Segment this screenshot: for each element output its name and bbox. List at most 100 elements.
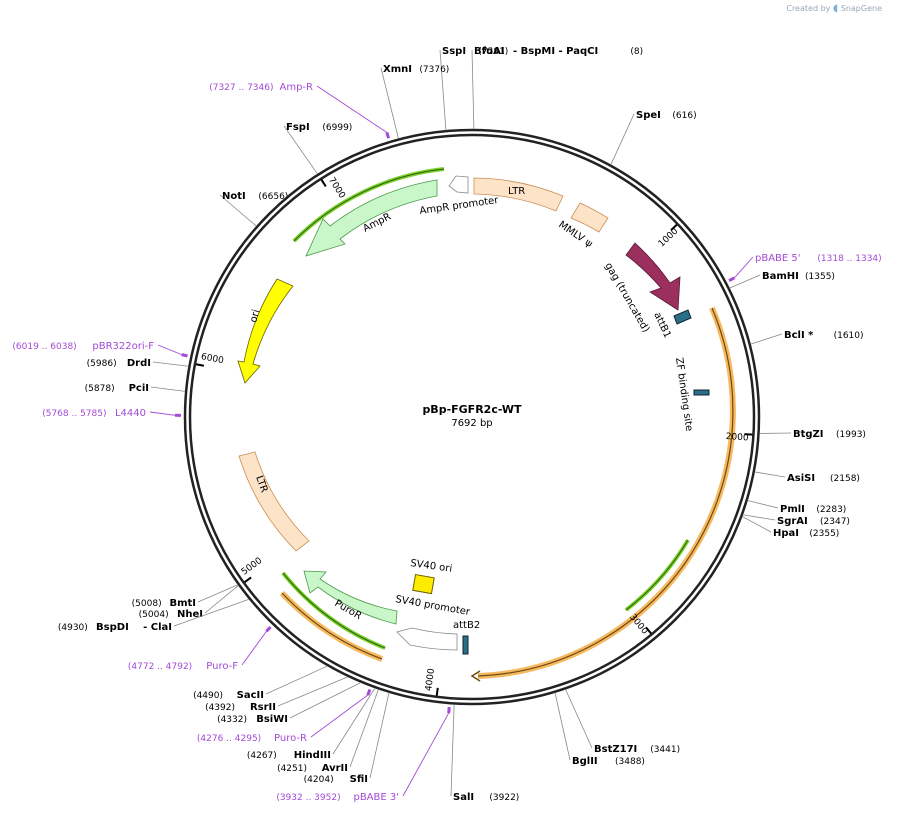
restriction-site[interactable]: FspI(6999) — [286, 122, 352, 133]
feature-ori[interactable] — [237, 278, 294, 384]
restriction-site[interactable]: BclI *(1610) — [784, 330, 864, 341]
restriction-site[interactable]: NheI(5004) — [139, 609, 203, 620]
site-position: (2283) — [816, 505, 846, 515]
backbone-outer — [183, 128, 761, 706]
restriction-site[interactable]: HindIII(4267) — [247, 750, 331, 761]
restriction-site[interactable]: PmlI (2283) — [780, 504, 846, 515]
primer[interactable]: Puro-F(4772 .. 4792) — [128, 661, 238, 672]
restriction-site[interactable]: BglII (3488) — [572, 756, 645, 767]
site-position: (4204) — [304, 775, 334, 785]
primer-range: (6019 .. 6038) — [12, 342, 76, 352]
restriction-site[interactable]: BmtI (5008) — [132, 598, 196, 609]
site-name: SspI — [442, 46, 466, 57]
restriction-site[interactable]: PciI(5878) — [85, 383, 149, 394]
site-leader — [565, 689, 593, 749]
site-leader — [439, 49, 447, 131]
site-name: SpeI — [636, 110, 661, 121]
site-leader — [150, 386, 186, 392]
primer-range: (4772 .. 4792) — [128, 662, 192, 672]
primer[interactable]: pBR322ori-F(6019 .. 6038) — [12, 341, 154, 352]
site-name: BglII — [572, 756, 598, 767]
site-name: AsiSI — [787, 473, 815, 484]
primer-name: L4440 — [115, 408, 146, 419]
primer-mark — [265, 625, 272, 633]
orf-arc-orange-right-core — [477, 307, 734, 677]
feature-mmlv-psi[interactable] — [570, 202, 609, 233]
restriction-site[interactable]: BsiWI(4332) — [217, 714, 288, 725]
site-name: BclI * — [784, 330, 814, 341]
feature-sv40-promoter[interactable] — [396, 627, 458, 651]
site-name: BfuAI — [474, 46, 505, 57]
site-leader — [152, 361, 189, 367]
restriction-site[interactable]: RsrII(4392) — [205, 702, 276, 713]
feature-puror[interactable] — [303, 570, 398, 625]
feature-attb2[interactable] — [462, 635, 469, 655]
primer-name: pBABE 5' — [755, 253, 801, 264]
site-position: (4251) — [277, 764, 307, 774]
site-position: (2355) — [809, 529, 839, 539]
primer-leader — [402, 712, 450, 797]
restriction-site[interactable]: BfuAI- BspMI - PaqCI(8) — [474, 46, 643, 57]
feature-ampr[interactable] — [305, 179, 438, 257]
restriction-site[interactable]: BamHI(1355) — [762, 271, 835, 282]
feature-label-zf-binding-site: ZF binding site — [673, 357, 694, 432]
site-position: (3441) — [650, 745, 680, 755]
site-leader — [450, 704, 455, 797]
restriction-site[interactable]: AvrII(4251) — [277, 763, 348, 774]
restriction-site[interactable]: SspI(7581) — [442, 46, 508, 57]
tick-mark — [195, 363, 205, 367]
feature-attb1[interactable] — [673, 309, 692, 325]
site-name: FspI — [286, 122, 310, 133]
site-position: (1355) — [805, 272, 835, 282]
restriction-site[interactable]: DrdI(5986) — [87, 358, 151, 369]
feature-label-ori: ori — [248, 308, 262, 323]
restriction-site[interactable]: BstZ17I(3441) — [594, 744, 680, 755]
restriction-site[interactable]: XmnI(7376) — [383, 64, 449, 75]
primer[interactable]: pBABE 5' (1318 .. 1334) — [755, 253, 882, 264]
snapgene-logo-icon: ◖ — [832, 3, 839, 14]
feature-zf-binding-site[interactable] — [693, 389, 710, 396]
site-position: (616) — [672, 111, 696, 121]
primer[interactable]: L4440(5768 .. 5785) — [42, 408, 146, 419]
primer-name: Puro-R — [274, 733, 307, 744]
site-position: (4392) — [205, 703, 235, 713]
primer[interactable]: Puro-R(4276 .. 4295) — [197, 733, 307, 744]
primer[interactable]: pBABE 3'(3932 .. 3952) — [276, 792, 399, 803]
primer-name: Amp-R — [280, 82, 314, 93]
restriction-site[interactable]: HpaI(2355) — [773, 528, 839, 539]
feature-gag[interactable] — [625, 242, 681, 311]
primer-range: (3932 .. 3952) — [276, 793, 340, 803]
primer-range: (7327 .. 7346) — [209, 83, 273, 93]
primer[interactable]: Amp-R (7327 .. 7346) — [209, 82, 313, 93]
primer-leader — [157, 344, 182, 356]
site-leader — [380, 67, 399, 139]
restriction-site[interactable]: SfiI(4204) — [304, 774, 368, 785]
site-position: (5986) — [87, 359, 117, 369]
restriction-site[interactable]: NotI(6656) — [222, 191, 288, 202]
site-position: (5004) — [139, 610, 169, 620]
watermark-created-by: Created by — [786, 4, 831, 13]
feature-ltr-left[interactable] — [238, 451, 310, 552]
site-name: PmlI — [780, 504, 805, 515]
feature-sv40-ori[interactable] — [412, 573, 435, 595]
site-name: HindIII — [294, 750, 331, 761]
restriction-site[interactable]: SacII(4490) — [193, 690, 264, 701]
site-position: (3488) — [615, 757, 645, 767]
primer-mark — [181, 353, 188, 358]
tick-label: 6000 — [200, 352, 225, 366]
restriction-site[interactable]: SalI(3922) — [453, 792, 519, 803]
site-position: (5008) — [132, 599, 162, 609]
restriction-site[interactable]: BtgZI(1993) — [793, 429, 866, 440]
primer-range: (1318 .. 1334) — [817, 254, 881, 264]
restriction-site[interactable]: SpeI (616) — [636, 110, 697, 121]
feature-ltr-top[interactable] — [473, 177, 564, 212]
feature-label-ampr-promoter: AmpR promoter — [419, 195, 500, 217]
tick-mark — [744, 433, 753, 436]
primer-mark — [366, 688, 372, 696]
feature-ampr-promoter[interactable] — [448, 175, 469, 194]
site-name: BmtI — [169, 598, 196, 609]
restriction-site[interactable]: AsiSI(2158) — [787, 473, 860, 484]
restriction-site[interactable]: SgrAI(2347) — [777, 516, 850, 527]
site-leader — [742, 514, 776, 521]
